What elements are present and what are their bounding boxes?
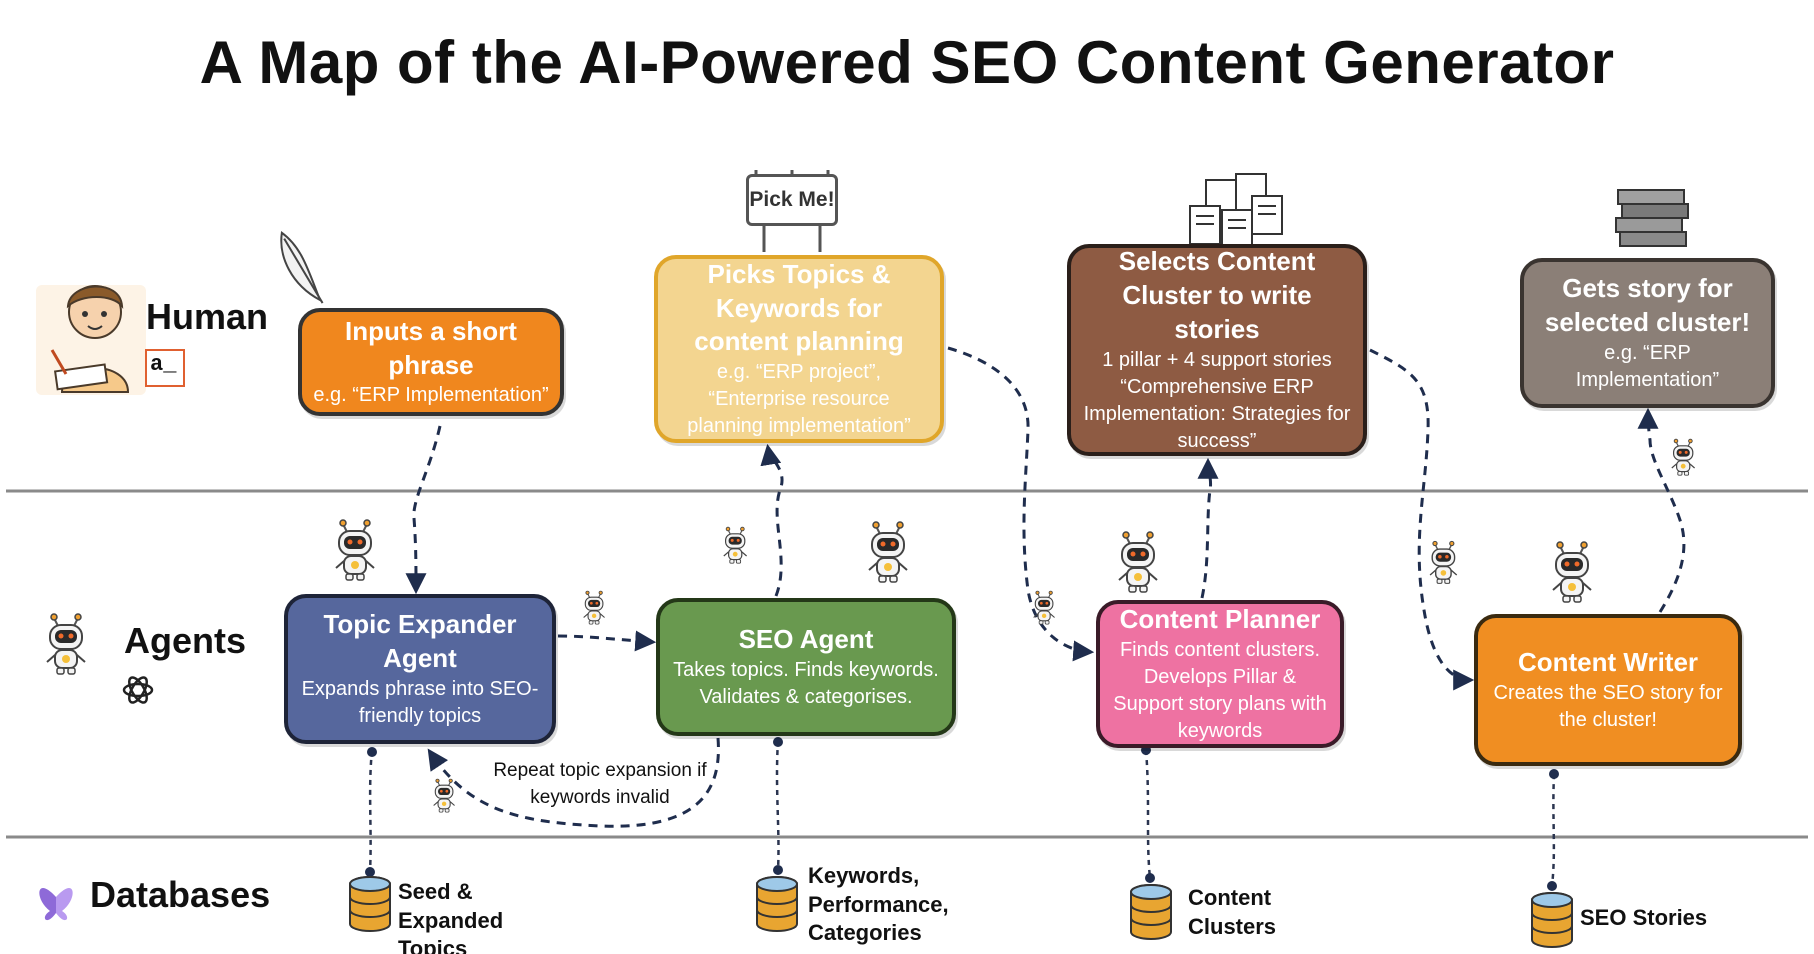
robot-icon — [1118, 531, 1158, 593]
db-dot-stories-bottom — [1547, 881, 1557, 891]
db-label-seo-stories: SEO Stories — [1580, 905, 1708, 930]
step-example: e.g. “ERP Implementation” — [313, 384, 549, 407]
db-dot-stories-top — [1549, 769, 1559, 779]
db-link-seed — [368, 749, 374, 873]
step-title: Selects Content Cluster to write stories — [1118, 246, 1316, 344]
arrow-loop-repeat-expansion — [427, 737, 720, 828]
db-link-clusters — [1144, 749, 1152, 879]
agent-desc: Creates the SEO story for the cluster! — [1493, 681, 1723, 731]
step-title: Gets story for selected cluster! — [1544, 273, 1751, 337]
database-icon — [756, 876, 798, 932]
arrow-seo-to-picks — [760, 443, 784, 597]
agent-seo: SEO Agent Takes topics. Finds keywords. … — [656, 598, 956, 736]
db-dot-keywords-bottom — [773, 865, 783, 875]
pick-me-sign: Pick Me! — [746, 174, 838, 226]
step-title: Inputs a short phrase — [345, 315, 517, 380]
feather-icon — [280, 231, 324, 304]
db-dot-clusters-bottom — [1145, 873, 1155, 883]
agent-desc: Takes topics. Finds keywords. Validates … — [673, 658, 939, 708]
agent-content-writer: Content Writer Creates the SEO story for… — [1474, 614, 1742, 766]
loop-note: Repeat topic expansion if keywords inval… — [493, 760, 707, 808]
step-pick-topics: Picks Topics & Keywords for content plan… — [654, 255, 944, 443]
page-title: A Map of the AI-Powered SEO Content Gene… — [199, 29, 1615, 96]
db-dot-keywords-top — [773, 737, 783, 747]
db-label-keywords: Keywords, Performance, Categories — [808, 863, 949, 946]
agent-title: SEO Agent — [738, 624, 874, 655]
db-link-keywords — [775, 739, 780, 871]
documents-icon — [1189, 173, 1283, 249]
human-avatar-icon — [36, 285, 146, 395]
db-dot-seed-bottom — [365, 867, 375, 877]
db-link-stories — [1550, 773, 1556, 887]
agent-topic-expander: Topic Expander Agent Expands phrase into… — [284, 594, 556, 744]
db-dot-seed-top — [367, 747, 377, 757]
agent-title: Content Writer — [1517, 647, 1699, 678]
step-title: Picks Topics & Keywords for content plan… — [694, 258, 904, 357]
human-badge: a_ — [150, 352, 177, 377]
step-example: e.g. “ERP Implementation” — [1575, 341, 1720, 391]
arrow-select-to-writer — [1369, 348, 1475, 691]
robot-icon — [1033, 590, 1056, 625]
robot-icon — [1429, 540, 1458, 585]
robot-icon — [335, 519, 375, 581]
books-icon — [1615, 189, 1689, 247]
arrow-planner-to-select — [1197, 457, 1219, 599]
robot-icon — [433, 778, 456, 813]
arrow-picks-to-planner — [947, 346, 1095, 662]
lane-label-agents: Agents — [124, 620, 247, 661]
database-icon — [1531, 892, 1573, 948]
arrow-expander-to-seo — [557, 630, 657, 652]
step-gets-story: Gets story for selected cluster! e.g. “E… — [1520, 258, 1775, 408]
database-icon — [349, 876, 391, 932]
robot-icon — [868, 521, 908, 583]
openai-icon — [122, 676, 154, 704]
arrow-input-to-expander — [405, 425, 442, 595]
robot-icon — [1671, 438, 1696, 476]
agent-content-planner: Content Planner Finds content clusters. … — [1096, 600, 1344, 748]
robot-icon — [1552, 541, 1592, 603]
lane-label-databases: Databases — [90, 874, 271, 915]
db-label-content-clusters: Content Clusters — [1188, 885, 1277, 939]
brand-logo-icon — [39, 888, 73, 921]
agent-title: Content Planner — [1119, 604, 1321, 635]
robot-icon — [46, 613, 86, 675]
robot-icon — [583, 590, 606, 625]
lane-label-human: Human — [146, 296, 269, 337]
arrow-writer-to-gets — [1637, 407, 1686, 613]
step-detail: 1 pillar + 4 support stories — [1102, 348, 1332, 371]
step-input-phrase: Inputs a short phrase e.g. “ERP Implemen… — [298, 308, 564, 416]
step-example: e.g. “ERP project”, “Enterprise resource… — [687, 361, 911, 438]
robot-icon — [723, 526, 748, 564]
step-example: “Comprehensive ERP Implementation: Strat… — [1083, 375, 1351, 452]
step-select-cluster: Selects Content Cluster to write stories… — [1067, 244, 1367, 456]
database-icon — [1130, 884, 1172, 940]
human-badge-box — [145, 349, 185, 387]
agent-desc: Finds content clusters. Develops Pillar … — [1113, 638, 1327, 742]
agent-title: Topic Expander Agent — [323, 609, 517, 673]
db-label-seed-topics: Seed & Expanded Topics — [398, 879, 504, 954]
agent-desc: Expands phrase into SEO-friendly topics — [301, 677, 539, 727]
